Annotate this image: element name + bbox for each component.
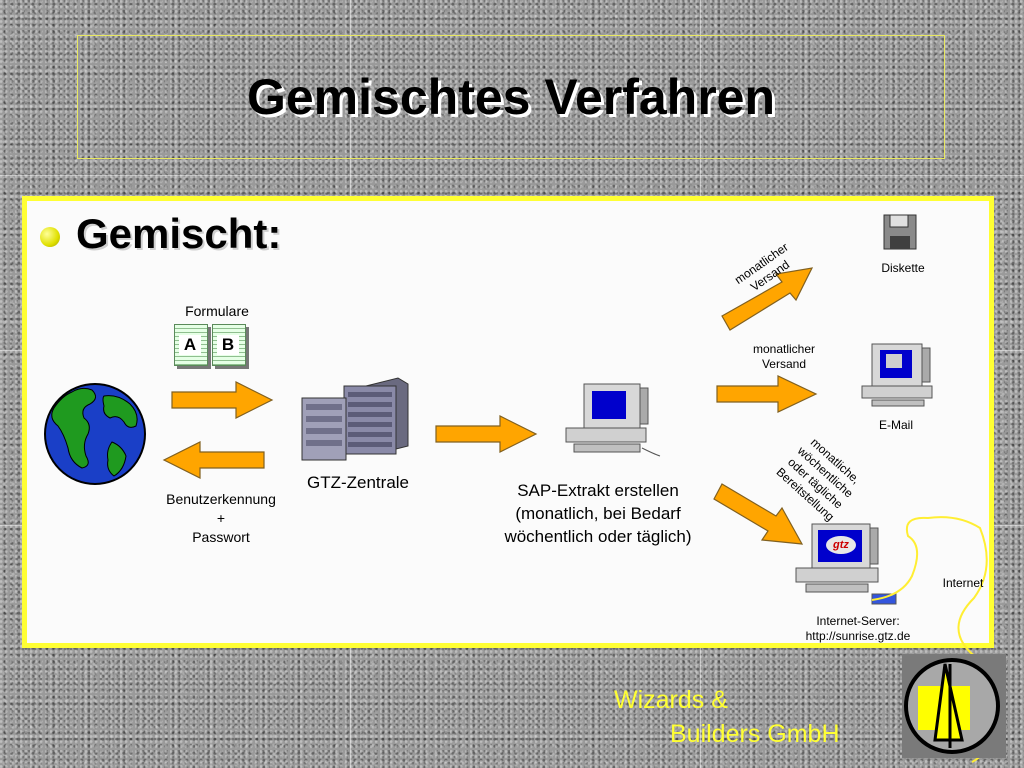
email-arrow-label: monatlicher Versand bbox=[742, 342, 826, 372]
server-line-1: Internet-Server: bbox=[816, 614, 900, 628]
footer-line-2: Builders GmbH bbox=[670, 720, 840, 748]
form-card-a-letter: A bbox=[179, 335, 201, 355]
sap-line-1: SAP-Extrakt erstellen bbox=[517, 481, 679, 500]
bullet-heading: Gemischt: bbox=[76, 210, 282, 257]
login-line-1: Benutzerkennung bbox=[166, 491, 276, 507]
arrow-to-central bbox=[171, 381, 274, 419]
sap-computer-icon bbox=[565, 383, 661, 457]
email-computer-icon bbox=[861, 343, 933, 407]
arrow-to-email bbox=[716, 375, 818, 413]
globe-icon bbox=[44, 383, 146, 485]
form-card-b-letter: B bbox=[217, 335, 239, 355]
server-label: Internet-Server: http://sunrise.gtz.de bbox=[770, 614, 946, 644]
login-label: Benutzerkennung + Passwort bbox=[146, 490, 296, 547]
login-line-3: Passwort bbox=[192, 528, 250, 545]
bullet-icon bbox=[40, 227, 60, 247]
server-cluster-icon bbox=[301, 377, 409, 461]
forms-label: Formulare bbox=[185, 303, 249, 319]
sap-label: SAP-Extrakt erstellen (monatlich, bei Be… bbox=[478, 480, 718, 549]
login-line-2: + bbox=[216, 509, 226, 526]
arrow-to-sap bbox=[435, 415, 538, 453]
gtz-logo: gtz bbox=[826, 536, 856, 554]
title-box: Gemischtes Verfahren bbox=[77, 35, 945, 159]
email-label: E-Mail bbox=[878, 418, 913, 432]
company-logo bbox=[902, 654, 1006, 758]
sap-line-3: wöchentlich oder täglich) bbox=[504, 526, 692, 546]
central-label: GTZ-Zentrale bbox=[306, 473, 410, 492]
floppy-disk-icon bbox=[883, 214, 917, 250]
arrow-group bbox=[162, 267, 818, 545]
disk-label: Diskette bbox=[881, 261, 925, 275]
internet-label: Internet bbox=[942, 576, 984, 590]
server-url: http://sunrise.gtz.de bbox=[805, 629, 911, 643]
arrow-to-server bbox=[713, 483, 804, 545]
footer-line-1: Wizards & bbox=[614, 686, 728, 714]
email-arrow-line-1: monatlicher bbox=[752, 342, 816, 356]
arrow-to-disk bbox=[721, 267, 814, 331]
form-card-a: A bbox=[174, 324, 208, 366]
email-arrow-line-2: Versand bbox=[761, 357, 807, 371]
slide-title: Gemischtes Verfahren bbox=[246, 69, 776, 125]
arrow-to-user bbox=[162, 441, 265, 479]
sap-line-2: (monatlich, bei Bedarf bbox=[515, 503, 681, 523]
form-card-b: B bbox=[212, 324, 246, 366]
background-grid-line bbox=[0, 175, 1024, 176]
